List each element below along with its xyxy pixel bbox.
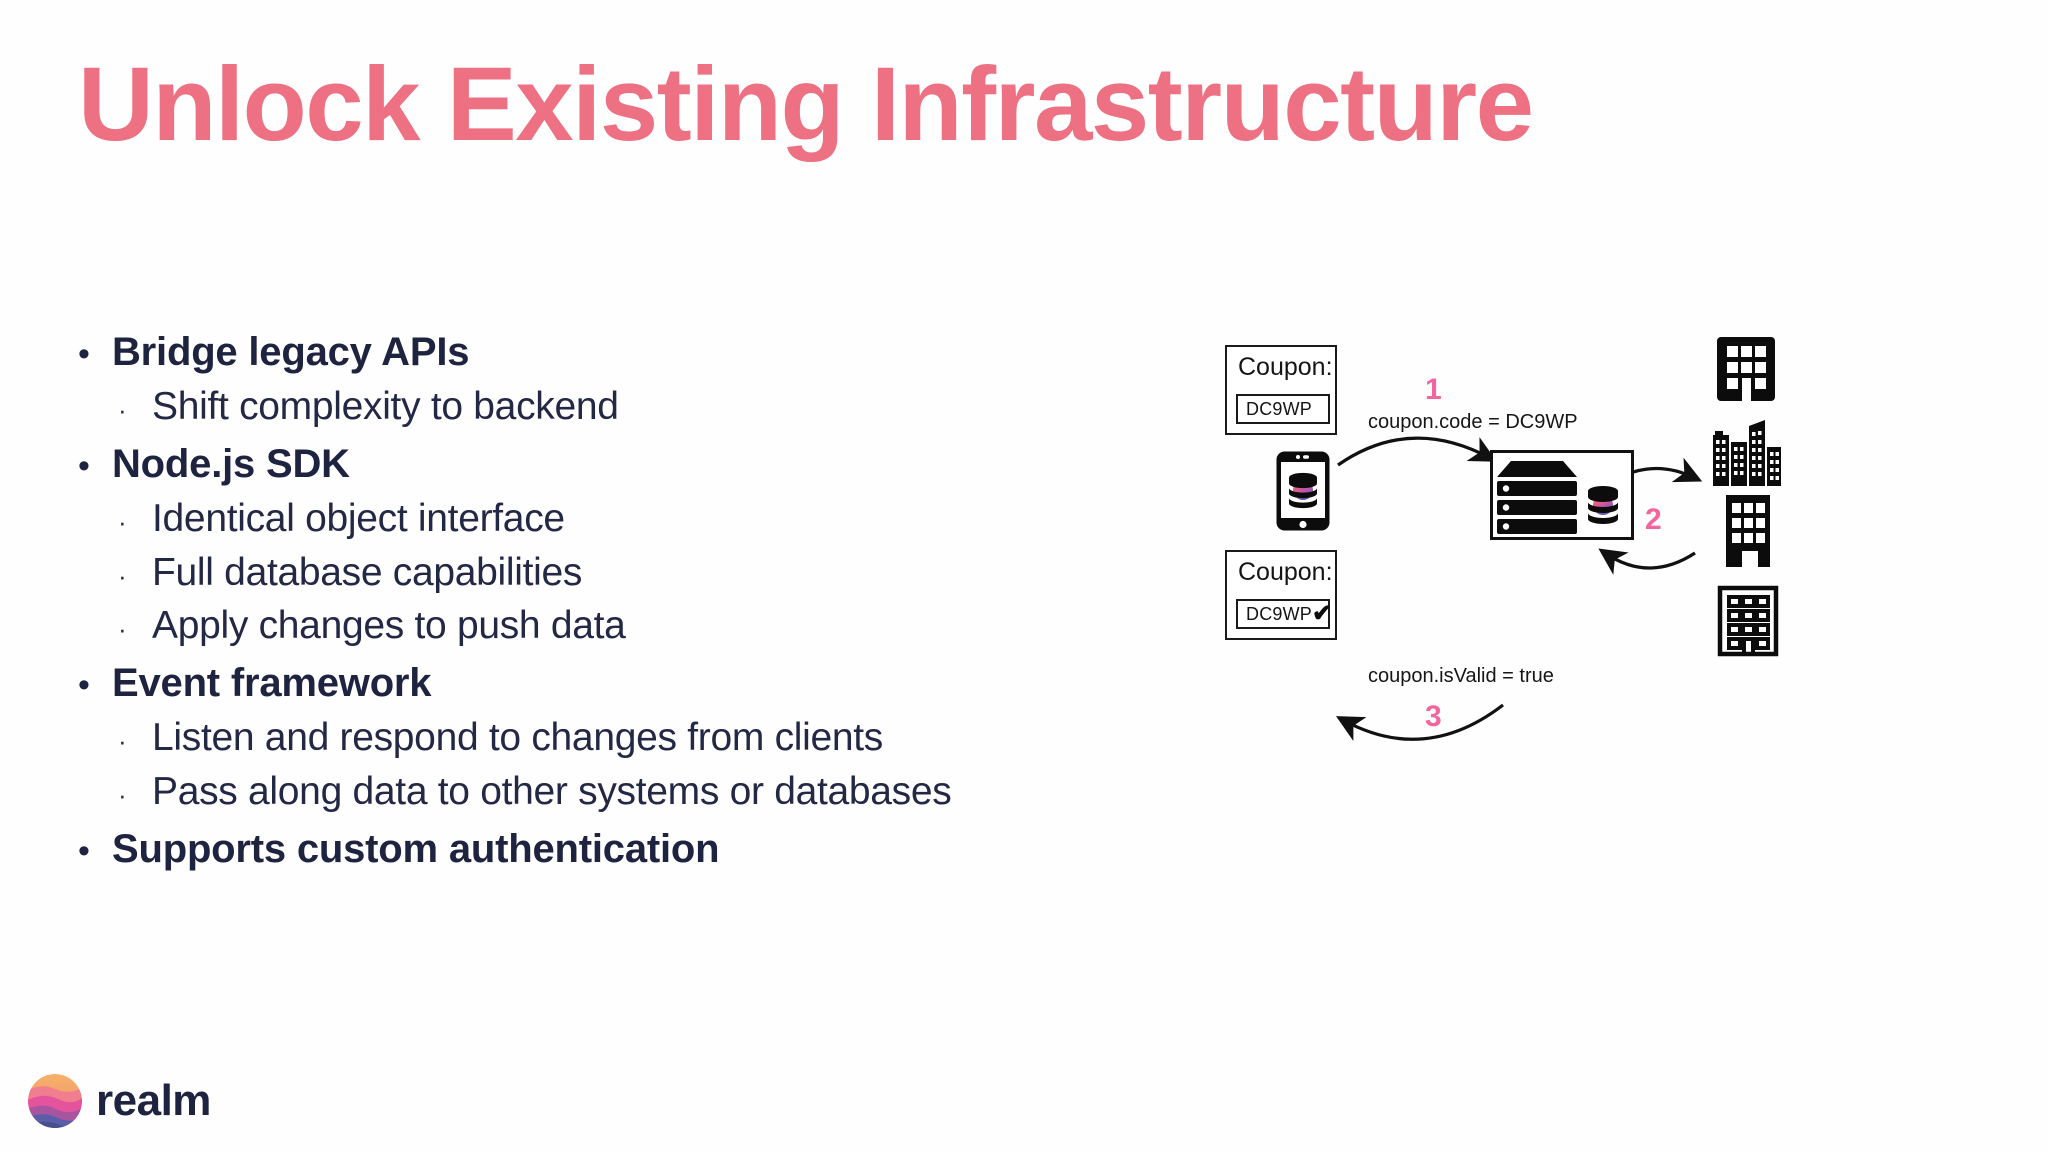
list-item: · Shift complexity to backend xyxy=(78,381,1198,432)
list-item-label: Event framework xyxy=(112,661,432,706)
bullet-marker: • xyxy=(78,832,90,871)
list-item: • Node.js SDK xyxy=(78,438,1198,491)
list-item-label: Supports custom authentication xyxy=(112,827,720,872)
realm-logo-text: realm xyxy=(96,1076,211,1125)
flow-1-number: 1 xyxy=(1425,373,1442,406)
list-item-label: Shift complexity to backend xyxy=(152,384,619,428)
database-cylinder-icon xyxy=(1588,486,1618,524)
bullet-marker: • xyxy=(78,447,90,486)
city-skyline-icon xyxy=(1711,418,1783,493)
list-item-label: Full database capabilities xyxy=(152,550,583,594)
list-item-label: Identical object interface xyxy=(152,497,565,541)
list-item: • Supports custom authentication xyxy=(78,823,1198,876)
apartment-building-icon xyxy=(1720,493,1776,572)
coupon-flow-diagram: Coupon: DC9WP xyxy=(1225,337,2035,850)
list-item: · Pass along data to other systems or da… xyxy=(78,766,1198,817)
list-item-label: Bridge legacy APIs xyxy=(112,330,470,374)
bullet-marker: • xyxy=(78,335,90,373)
list-item: • Event framework xyxy=(78,657,1198,710)
bullet-marker: · xyxy=(118,726,127,757)
coupon-card-bottom: Coupon: DC9WP ✔ xyxy=(1225,550,1337,640)
coupon-code-field-top[interactable]: DC9WP xyxy=(1236,394,1330,424)
coupon-title-bottom: Coupon: xyxy=(1238,558,1333,586)
coupon-code-field-bottom[interactable]: DC9WP ✔ xyxy=(1236,599,1333,629)
outlined-building-icon xyxy=(1717,585,1779,662)
realm-logo: realm xyxy=(28,1074,211,1128)
server-box xyxy=(1490,450,1634,540)
flow-3-number: 3 xyxy=(1425,700,1442,733)
bullet-marker: • xyxy=(78,666,90,705)
list-item: · Full database capabilities xyxy=(78,547,1198,598)
bullet-marker: · xyxy=(118,614,127,644)
list-item: · Identical object interface xyxy=(78,493,1198,544)
flow-3-label: coupon.isValid = true xyxy=(1368,665,1554,687)
server-rack-icon xyxy=(1497,461,1618,534)
list-item: • Bridge legacy APIs xyxy=(78,326,1198,379)
realm-sphere-logo xyxy=(28,1074,82,1128)
bullet-list: • Bridge legacy APIs · Shift complexity … xyxy=(78,320,1198,876)
page-title: Unlock Existing Infrastructure xyxy=(78,46,1534,163)
bullet-marker: · xyxy=(118,507,127,538)
list-item-label: Listen and respond to changes from clien… xyxy=(152,716,884,760)
flow-1-label: coupon.code = DC9WP xyxy=(1368,411,1578,433)
coupon-code-value: DC9WP xyxy=(1246,398,1313,419)
phone-with-database-icon xyxy=(1275,450,1331,537)
bullet-marker: · xyxy=(118,394,127,425)
list-item-label: Apply changes to push data xyxy=(152,604,626,647)
list-item-label: Pass along data to other systems or data… xyxy=(152,769,952,813)
arrow-1-path xyxy=(1337,436,1498,467)
check-icon: ✔ xyxy=(1312,600,1333,627)
bullet-marker: · xyxy=(118,779,127,810)
coupon-title-top: Coupon: xyxy=(1238,353,1333,381)
coupon-code-value: DC9WP xyxy=(1246,603,1313,624)
bullet-marker: · xyxy=(118,560,127,591)
list-item-label: Node.js SDK xyxy=(112,442,350,487)
office-building-icon xyxy=(1715,335,1777,408)
arrow-3-path xyxy=(1335,703,1504,742)
list-item: · Listen and respond to changes from cli… xyxy=(78,712,1198,763)
flow-2-number: 2 xyxy=(1645,503,1662,536)
list-item: · Apply changes to push data xyxy=(78,600,1198,651)
arrow-2-bottom-path xyxy=(1598,548,1696,575)
coupon-card-top: Coupon: DC9WP xyxy=(1225,345,1337,435)
